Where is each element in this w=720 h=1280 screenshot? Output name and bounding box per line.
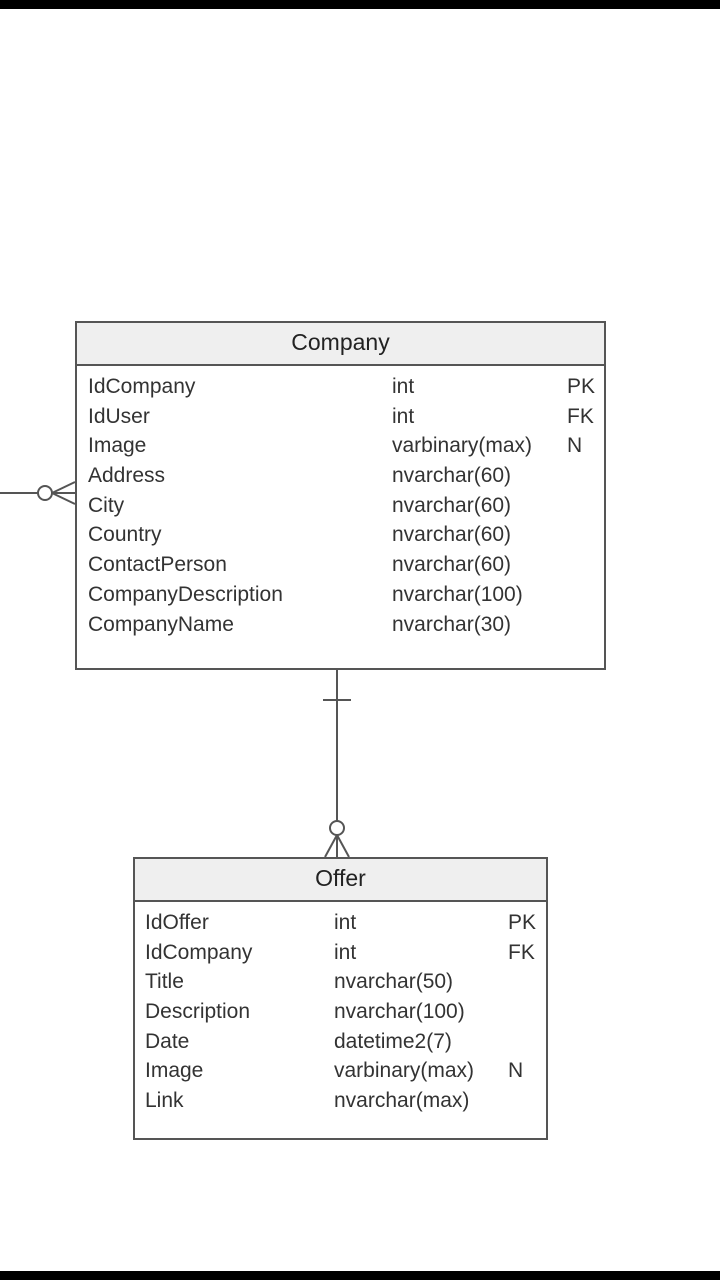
company-entity-title: Company xyxy=(77,323,604,366)
attribute-name: Description xyxy=(145,1000,251,1024)
attribute-type: int xyxy=(334,940,357,964)
attribute-name: IdCompany xyxy=(145,940,253,964)
attribute-type: nvarchar(100) xyxy=(392,582,523,606)
attribute-name: Link xyxy=(145,1089,184,1113)
attribute-name: Address xyxy=(88,464,166,488)
attribute-type: nvarchar(max) xyxy=(334,1089,470,1113)
attribute-row: Country nvarchar(60) xyxy=(77,520,604,550)
attribute-key: N xyxy=(508,1059,524,1083)
attribute-row: Image varbinary(max) N xyxy=(77,431,604,461)
attribute-name: Title xyxy=(145,970,184,994)
attribute-row: IdCompany int FK xyxy=(135,938,546,968)
attribute-name: CompanyDescription xyxy=(88,582,283,606)
attribute-type: nvarchar(100) xyxy=(334,1000,465,1024)
attribute-name: Country xyxy=(88,523,162,547)
attribute-name: CompanyName xyxy=(88,612,234,636)
attribute-key: FK xyxy=(567,404,594,428)
attribute-name: Date xyxy=(145,1029,190,1053)
attribute-row: City nvarchar(60) xyxy=(77,491,604,521)
company-left-relationship xyxy=(0,481,76,505)
attribute-key: PK xyxy=(567,375,596,398)
attribute-type: datetime2(7) xyxy=(334,1029,452,1053)
attribute-name: City xyxy=(88,493,125,517)
attribute-type: nvarchar(30) xyxy=(392,612,512,636)
attribute-row: CompanyDescription nvarchar(100) xyxy=(77,580,604,610)
company-attributes: IdCompany int PK IdUser int FK Image var… xyxy=(77,366,604,639)
attribute-key: PK xyxy=(508,911,537,934)
attribute-row: Date datetime2(7) xyxy=(135,1027,546,1057)
offer-attributes: IdOffer int PK IdCompany int FK Title nv… xyxy=(135,902,546,1116)
attribute-row: IdCompany int PK xyxy=(77,372,604,402)
attribute-type: nvarchar(60) xyxy=(392,553,512,577)
attribute-row: CompanyName nvarchar(30) xyxy=(77,610,604,640)
attribute-name: Image xyxy=(88,434,147,458)
attribute-name: Image xyxy=(145,1059,204,1083)
offer-entity-title: Offer xyxy=(135,859,546,902)
attribute-type: int xyxy=(392,404,415,428)
attribute-type: varbinary(max) xyxy=(334,1059,475,1083)
attribute-row: IdOffer int PK xyxy=(135,908,546,938)
bottom-black-bar xyxy=(0,1271,720,1280)
attribute-type: nvarchar(50) xyxy=(334,970,454,994)
attribute-row: Address nvarchar(60) xyxy=(77,461,604,491)
company-entity[interactable]: Company IdCompany int PK IdUser int FK I… xyxy=(75,321,606,670)
attribute-type: int xyxy=(334,911,357,934)
top-black-bar xyxy=(0,0,720,9)
attribute-name: ContactPerson xyxy=(88,553,227,577)
offer-entity[interactable]: Offer IdOffer int PK IdCompany int FK Ti… xyxy=(133,857,548,1140)
attribute-row: Title nvarchar(50) xyxy=(135,967,546,997)
attribute-row: Description nvarchar(100) xyxy=(135,997,546,1027)
attribute-type: nvarchar(60) xyxy=(392,464,512,488)
attribute-type: nvarchar(60) xyxy=(392,493,512,517)
attribute-row: Link nvarchar(max) xyxy=(135,1086,546,1116)
attribute-row: Image varbinary(max) N xyxy=(135,1056,546,1086)
attribute-type: varbinary(max) xyxy=(392,434,533,458)
attribute-name: IdUser xyxy=(88,404,150,428)
attribute-key: FK xyxy=(508,940,535,964)
attribute-type: int xyxy=(392,375,415,398)
attribute-row: IdUser int FK xyxy=(77,402,604,432)
company-offer-relationship xyxy=(323,670,351,858)
attribute-key: N xyxy=(567,434,583,458)
attribute-row: ContactPerson nvarchar(60) xyxy=(77,550,604,580)
attribute-name: IdOffer xyxy=(145,911,209,934)
attribute-type: nvarchar(60) xyxy=(392,523,512,547)
attribute-name: IdCompany xyxy=(88,375,196,398)
